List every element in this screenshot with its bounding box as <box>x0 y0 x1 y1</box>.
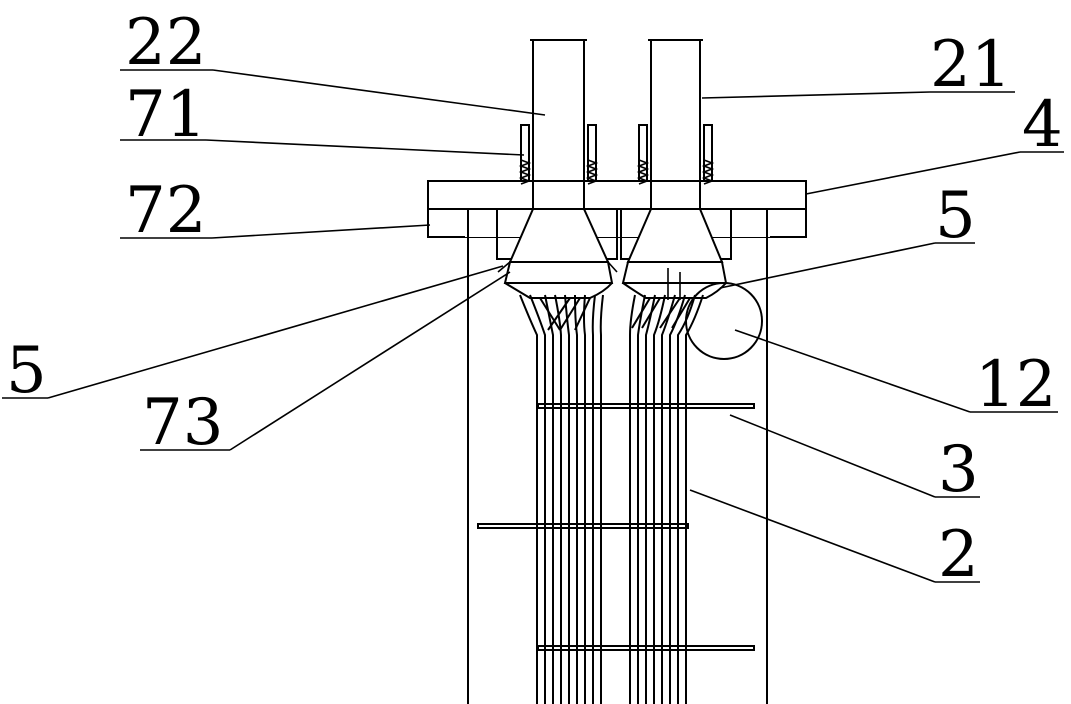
label-5-right: 5 <box>935 179 976 253</box>
left-anchorage <box>496 208 618 299</box>
label-21: 21 <box>930 28 1011 102</box>
strands-left <box>519 294 604 704</box>
label-5-left: 5 <box>6 334 47 408</box>
label-12: 12 <box>975 348 1056 422</box>
anchor-plate <box>427 180 807 210</box>
label-4: 4 <box>1022 88 1063 162</box>
label-3: 3 <box>938 433 979 507</box>
label-71: 71 <box>125 78 206 152</box>
detail-circle-12 <box>685 282 763 360</box>
strands-right <box>629 294 704 704</box>
label-72: 72 <box>125 174 206 248</box>
label-73: 73 <box>142 386 223 460</box>
leader-lines <box>2 69 1064 583</box>
stirrups <box>477 403 755 651</box>
label-2: 2 <box>938 518 979 592</box>
pile-body <box>467 212 768 704</box>
label-22: 22 <box>125 6 206 80</box>
pipe-right-21 <box>636 39 715 209</box>
pipe-left-22 <box>518 39 599 209</box>
